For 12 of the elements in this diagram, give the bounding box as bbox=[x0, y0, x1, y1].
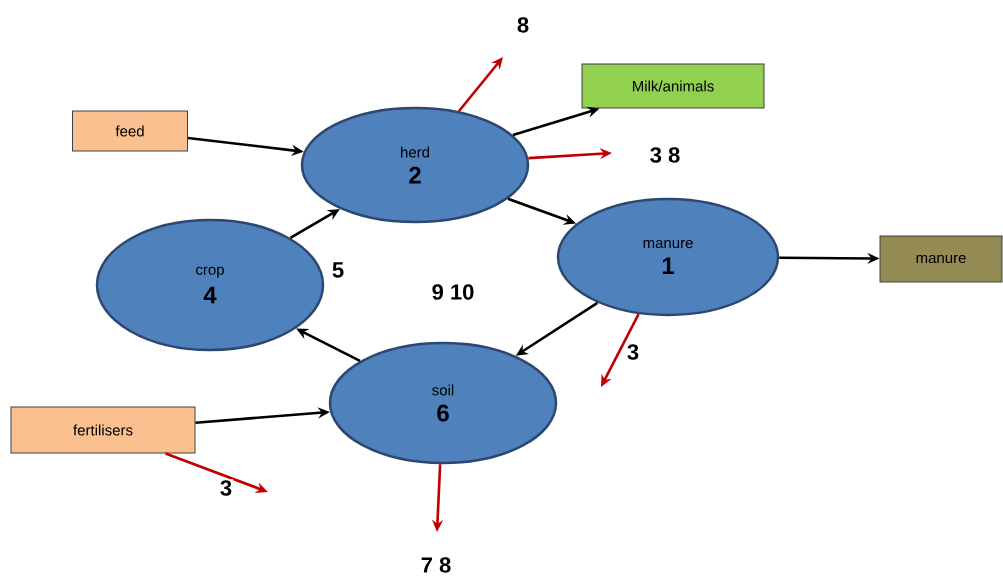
edge-label: 3 bbox=[625, 343, 641, 361]
process-box: manure bbox=[879, 235, 1003, 283]
process-box: feed bbox=[72, 110, 188, 152]
edge-label: 8 bbox=[515, 16, 531, 34]
process-box: fertilisers bbox=[10, 406, 196, 454]
edge-label: 3 8 bbox=[648, 146, 682, 164]
number-label: 9 10 bbox=[432, 284, 474, 300]
edge-label: 3 bbox=[218, 479, 234, 497]
process-box: Milk/animals bbox=[581, 63, 765, 109]
number-label: 5 bbox=[332, 262, 344, 278]
arrow bbox=[457, 57, 503, 113]
edge-label: 7 8 bbox=[419, 556, 453, 574]
